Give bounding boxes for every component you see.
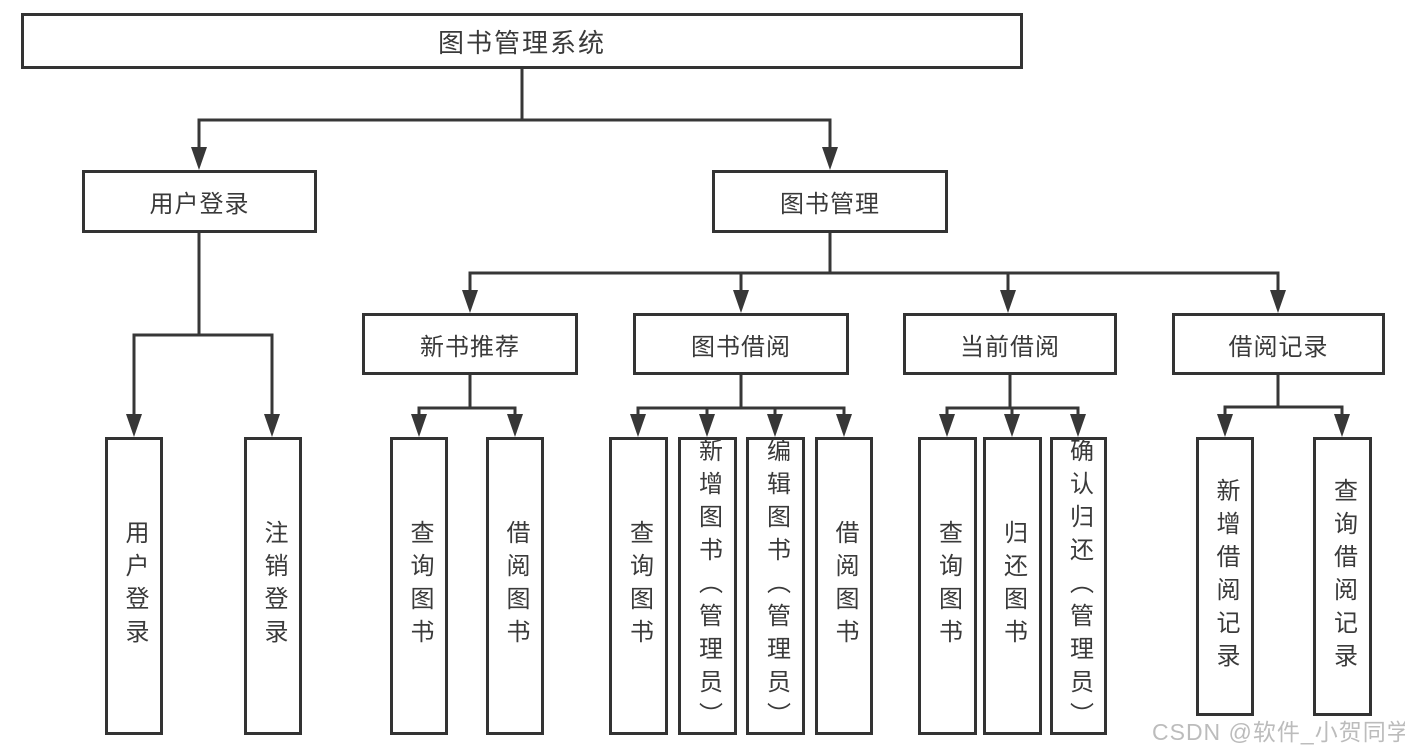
node-label: 借阅图书 bbox=[502, 520, 529, 652]
leaf-query-borrow-record: 查询借阅记录 bbox=[1313, 437, 1372, 716]
node-book-management: 图书管理 bbox=[712, 170, 948, 233]
node-label: 用户登录 bbox=[121, 520, 148, 652]
node-library-management-system: 图书管理系统 bbox=[21, 13, 1023, 69]
leaf-edit-book-admin: 编辑图书（管理员） bbox=[746, 437, 805, 735]
node-user-login: 用户登录 bbox=[82, 170, 317, 233]
leaf-add-book-admin: 新增图书（管理员） bbox=[678, 437, 737, 735]
leaf-borrow-books-recommend: 借阅图书 bbox=[486, 437, 544, 735]
node-label: 注销登录 bbox=[260, 520, 287, 652]
node-label: 确认归还（管理员） bbox=[1065, 437, 1093, 735]
node-label: 借阅图书 bbox=[831, 520, 858, 652]
node-new-book-recommend: 新书推荐 bbox=[362, 313, 578, 375]
node-label: 查询借阅记录 bbox=[1329, 477, 1357, 676]
leaf-borrow-books-borrow: 借阅图书 bbox=[815, 437, 873, 735]
node-label: 图书管理系统 bbox=[437, 27, 606, 58]
node-label: 新书推荐 bbox=[420, 333, 520, 361]
node-current-borrow: 当前借阅 bbox=[903, 313, 1117, 375]
node-label: 当前借阅 bbox=[960, 333, 1060, 361]
arrowheads bbox=[126, 147, 1350, 437]
node-label: 编辑图书（管理员） bbox=[762, 437, 790, 735]
node-label: 归还图书 bbox=[999, 520, 1027, 652]
node-label: 图书借阅 bbox=[691, 333, 791, 361]
node-label: 图书管理 bbox=[780, 191, 880, 218]
node-label: 查询图书 bbox=[625, 520, 653, 652]
csdn-watermark: CSDN @软件_小贺同学 bbox=[1152, 719, 1405, 745]
node-label: 查询图书 bbox=[934, 520, 962, 652]
node-label: 新增借阅记录 bbox=[1212, 477, 1239, 676]
node-label: 用户登录 bbox=[149, 191, 250, 218]
leaf-confirm-return-admin: 确认归还（管理员） bbox=[1050, 437, 1107, 735]
node-borrow-records: 借阅记录 bbox=[1172, 313, 1385, 375]
node-label: 新增图书（管理员） bbox=[694, 437, 722, 735]
node-book-borrow: 图书借阅 bbox=[633, 313, 849, 375]
leaf-user-login: 用户登录 bbox=[105, 437, 163, 735]
leaf-return-book: 归还图书 bbox=[983, 437, 1042, 735]
leaf-query-books-borrow: 查询图书 bbox=[609, 437, 668, 735]
leaf-query-books-current: 查询图书 bbox=[918, 437, 977, 735]
node-label: 查询图书 bbox=[406, 520, 433, 652]
leaf-query-books-recommend: 查询图书 bbox=[390, 437, 448, 735]
leaf-logout: 注销登录 bbox=[244, 437, 302, 735]
leaf-add-borrow-record: 新增借阅记录 bbox=[1196, 437, 1254, 716]
node-label: 借阅记录 bbox=[1228, 333, 1329, 361]
